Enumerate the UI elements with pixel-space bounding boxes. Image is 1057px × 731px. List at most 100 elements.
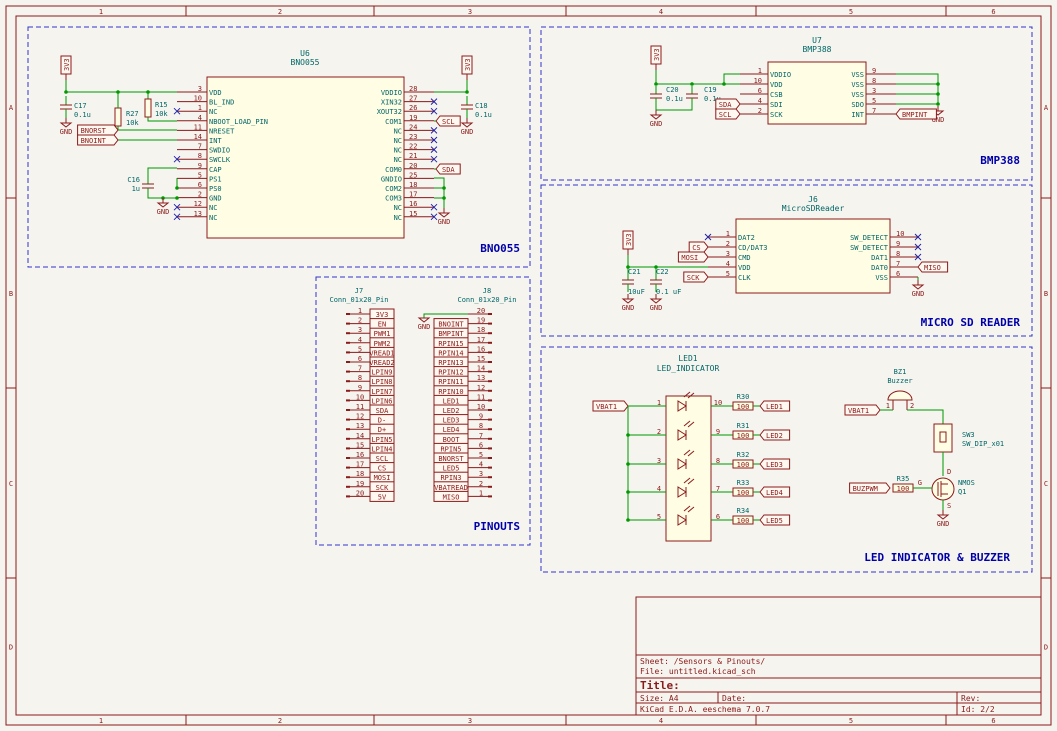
led-diode [677, 514, 687, 526]
j8-net-label-text: BMPINT [438, 330, 464, 338]
j7-pin-num: 13 [356, 422, 364, 430]
section-bno055 [27, 26, 531, 268]
j7-net-label [369, 490, 395, 502]
j8-net-label-text: RPIN15 [438, 340, 463, 348]
led-ray [683, 477, 691, 484]
u6-pin-num: 24 [409, 123, 417, 131]
u7-pin-num: 7 [872, 107, 876, 115]
bz-pin-num: 2 [910, 402, 914, 410]
u6-pin-num: 14 [194, 133, 202, 141]
grid-col-bottom: 2 [278, 717, 282, 725]
c21-val: 10uF [628, 288, 645, 296]
u7-pin-name: INT [851, 111, 864, 119]
c22-val: 0.1 uF [656, 288, 681, 296]
bz1-value: Buzzer [887, 377, 912, 385]
led-pin-num: 1 [657, 399, 661, 407]
r27 [114, 107, 122, 127]
gnd-symbol [936, 514, 950, 520]
net-led-out [759, 486, 791, 498]
net-bnoint-text: BNOINT [81, 137, 107, 145]
sheet-inner-border [15, 15, 1042, 716]
j7-pin-num: 20 [356, 489, 364, 497]
gnd-label: GND [461, 128, 474, 136]
q1-gate-num: G [918, 479, 922, 487]
no-connect [430, 146, 438, 153]
j7-net-label-text: CS [378, 465, 386, 473]
u6-pin-num: 19 [409, 114, 417, 122]
j7-pin-num: 9 [358, 384, 362, 392]
u6-pin-name: NC [394, 137, 402, 145]
led-res-ref: R33 [737, 479, 750, 487]
led-pin-num: 5 [657, 513, 661, 521]
j8-pin-num: 19 [477, 317, 485, 325]
junction [936, 92, 940, 96]
j8-pin-num: 7 [479, 432, 483, 440]
net-bnoint [77, 134, 119, 146]
j8-pin-tip [488, 457, 492, 459]
gnd-symbol [911, 284, 925, 290]
u6-pin-num: 18 [409, 181, 417, 189]
j7-pin-tip [346, 370, 350, 373]
junction [175, 186, 179, 190]
r35-val: 100 [897, 485, 910, 493]
u6-pin-name: COM2 [385, 185, 402, 193]
grid-col-bottom: 3 [468, 717, 472, 725]
j8-pin-num: 12 [477, 384, 485, 392]
u7-pin-num: 1 [758, 67, 762, 75]
led-pin-num: 8 [716, 457, 720, 465]
u6-pin-num: 10 [194, 95, 202, 103]
j8-pin-num: 18 [477, 326, 485, 334]
no-connect [430, 107, 438, 115]
j7-value: Conn_01x20_Pin [329, 296, 388, 304]
u6-pin-num: 15 [409, 210, 417, 218]
c16-val: 1u [132, 185, 140, 193]
j8-pin-tip [488, 313, 492, 315]
no-connect [704, 233, 712, 241]
j7-pin-tip [346, 313, 350, 315]
j8-net-label-text: RPIN12 [438, 369, 463, 377]
j8-pin-tip [488, 495, 492, 498]
j7-net-label-text: LPIN7 [371, 388, 392, 396]
q1-drain-num: D [947, 468, 951, 476]
led1-ref: LED1 [678, 354, 697, 363]
net-sda-u6-text: SDA [442, 166, 455, 174]
net-led-out [759, 429, 791, 441]
led-res-ref: R30 [737, 393, 750, 401]
j6-pin-num: 8 [896, 250, 900, 258]
tb-size: Size: A4 [640, 694, 679, 703]
u7-pin-num: 10 [754, 77, 762, 85]
j7-net-label-text: LPIN5 [371, 436, 392, 444]
net-mosi-sd-text: MOSI [681, 254, 698, 262]
c16-wire [147, 167, 177, 178]
gnd-symbol [649, 114, 663, 120]
j6-pin-name: DAT2 [738, 234, 755, 242]
j7-pin-tip [346, 341, 350, 344]
j8-net-label-text: BOOT [443, 436, 461, 444]
grid-row-right: D [1044, 644, 1048, 652]
junction [442, 186, 446, 190]
j7-pin-tip [346, 332, 350, 335]
section-title-bmp: BMP388 [980, 154, 1020, 167]
u6-pin-num: 4 [198, 114, 202, 122]
gnd-label: GND [157, 208, 170, 216]
junction [936, 82, 940, 86]
section-led-buzzer [540, 346, 1033, 573]
j7-pin-tip [346, 428, 350, 431]
net-led-out [759, 458, 791, 470]
no-connect [173, 107, 181, 115]
j7-pin-tip [346, 361, 350, 363]
junction [626, 490, 630, 494]
gnd-wire [147, 194, 177, 199]
net-vbat-bz [844, 404, 881, 416]
c22-ref: C22 [656, 268, 669, 276]
led-ray [687, 421, 695, 428]
u6-vdd-wire [65, 80, 177, 93]
j6-pin-name: VDD [738, 264, 751, 272]
gnd-label: GND [937, 520, 950, 528]
j7-net-label-text: PWM2 [374, 340, 391, 348]
power-3v3: 3V3 [461, 55, 473, 75]
no-connect [914, 253, 922, 261]
j7-net-label-text: VREAD1 [369, 349, 394, 357]
u7-pin-name: SDI [770, 101, 783, 109]
net-buzpwm [849, 482, 891, 494]
